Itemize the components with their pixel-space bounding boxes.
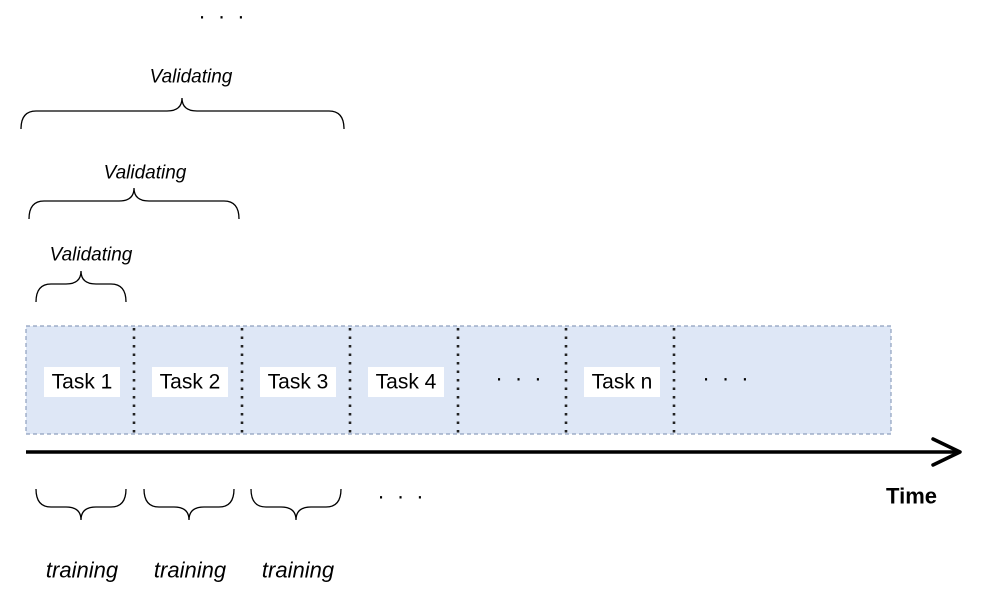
training-ellipsis: · · ·	[377, 484, 426, 509]
training-brace-1	[35, 488, 127, 521]
task-label-n: Task n	[592, 371, 653, 394]
task-label-4: Task 4	[376, 371, 437, 394]
validation-brace-2	[28, 187, 240, 220]
task-label-background	[584, 367, 660, 397]
validation-brace-1	[35, 270, 127, 303]
time-axis-arrowhead	[931, 437, 962, 467]
time-axis-label: Time	[886, 484, 937, 509]
training-brace-3	[250, 488, 342, 521]
validation-label-3: Validating	[150, 67, 233, 88]
task-ellipsis: · · ·	[702, 366, 751, 391]
validation-label-1: Validating	[50, 245, 133, 266]
validation-ellipsis: · · ·	[198, 4, 247, 29]
validation-brace-3	[20, 97, 345, 130]
training-label-1: training	[46, 558, 119, 583]
task-dividers	[132, 328, 676, 433]
training-windows: training training training · · ·	[35, 484, 426, 583]
validation-label-2: Validating	[104, 163, 187, 184]
task-label-3: Task 3	[268, 371, 329, 394]
time-axis: Time	[26, 437, 962, 509]
task-label-2: Task 2	[160, 371, 221, 394]
task-label-background	[368, 367, 444, 397]
training-brace-2	[143, 488, 235, 521]
validation-windows: Validating Validating Validating · · ·	[20, 4, 345, 303]
task-label-background	[44, 367, 120, 397]
task-labels: Task 1 Task 2 Task 3 Task 4 · · · Task n…	[44, 366, 751, 397]
task-ellipsis: · · ·	[495, 366, 544, 391]
task-label-background	[152, 367, 228, 397]
task-label-background	[260, 367, 336, 397]
training-label-2: training	[154, 558, 227, 583]
task-label-1: Task 1	[52, 371, 113, 394]
training-label-3: training	[262, 558, 335, 583]
